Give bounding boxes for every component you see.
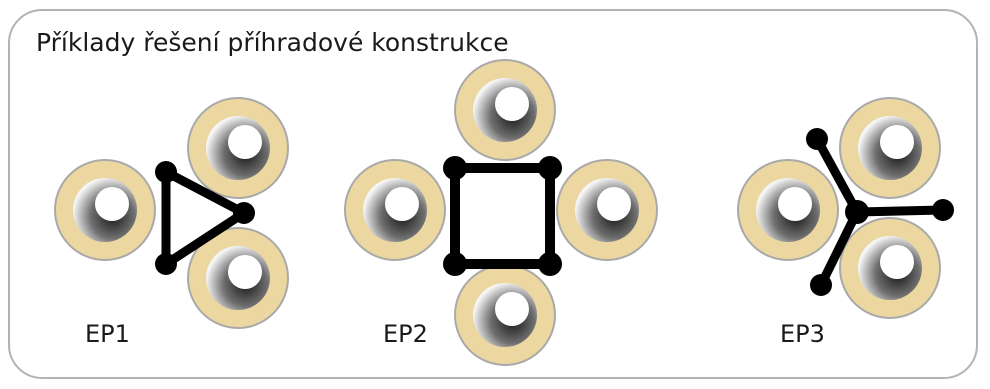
ep2-tube-bottom: [454, 264, 556, 366]
ep3-label: EP3: [780, 320, 825, 348]
diagram-frame: [8, 9, 978, 379]
ep1-tube-top: [187, 97, 289, 199]
ep1-label: EP1: [85, 320, 130, 348]
ep3-tube-top: [839, 97, 941, 199]
ep2-tube-top: [454, 59, 556, 161]
ep3-truss-star: [806, 128, 954, 296]
ep1-tube-bottom: [187, 227, 289, 329]
ep2-group: [344, 59, 658, 366]
ep2-label: EP2: [383, 320, 428, 348]
ep3-tube-bottom: [839, 217, 941, 319]
ep3-tube-left: [737, 159, 839, 261]
ep1-group: [54, 97, 289, 329]
diagram-title: Příklady řešení příhradové konstrukce: [36, 28, 509, 57]
ep2-truss-square: [443, 156, 562, 276]
ep2-tube-left: [344, 159, 446, 261]
ep3-group: [737, 97, 954, 319]
ep1-tube-left: [54, 159, 156, 261]
ep2-tube-right: [556, 159, 658, 261]
ep1-truss-triangle: [155, 161, 255, 275]
